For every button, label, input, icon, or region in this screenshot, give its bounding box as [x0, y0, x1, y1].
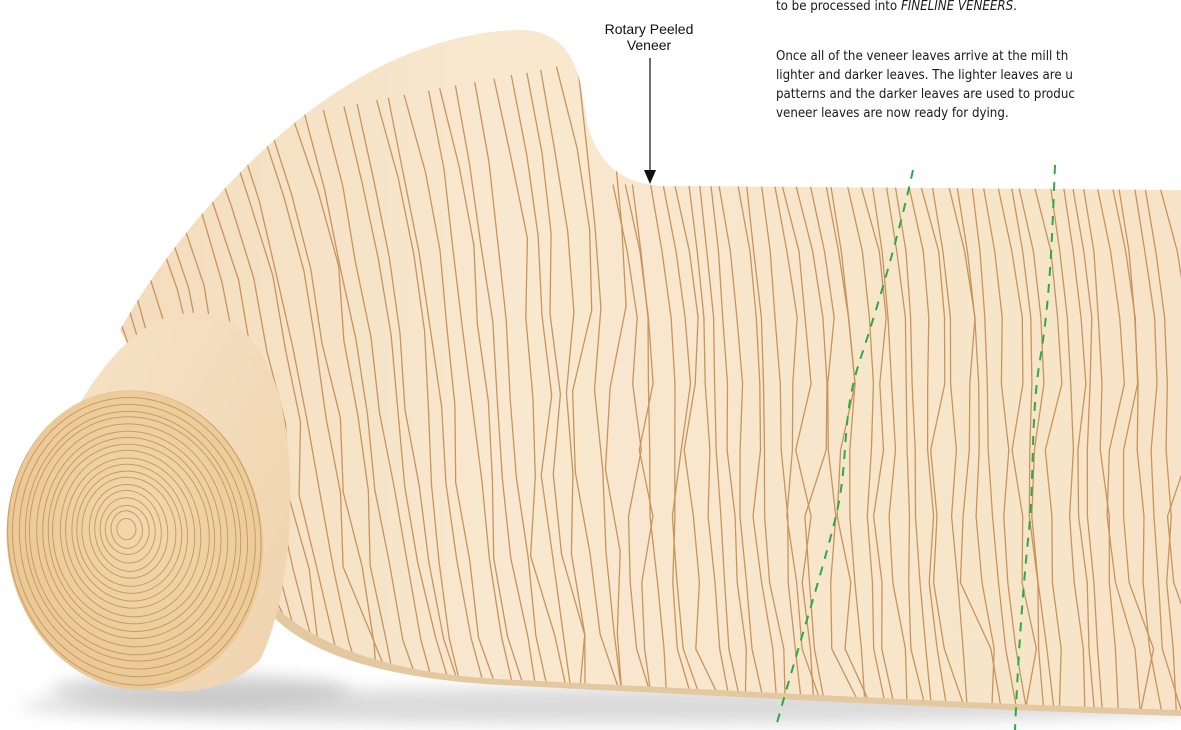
paragraph-line-3: patterns and the darker leaves are used … [776, 85, 1075, 104]
intro-text-before: to be processed into [776, 0, 901, 14]
description-intro: to be processed into FINELINE VENEERS. [776, 0, 1017, 16]
paragraph-line-1: Once all of the veneer leaves arrive at … [776, 47, 1075, 66]
callout-arrow [644, 58, 656, 184]
paragraph-line-4: veneer leaves are now ready for dying. [776, 104, 1075, 123]
callout-label-line-2: Veneer [580, 37, 718, 53]
description-paragraph: Once all of the veneer leaves arrive at … [776, 47, 1075, 123]
callout-label-line-1: Rotary Peeled [580, 21, 718, 37]
intro-emphasis: FINELINE VENEERS [901, 0, 1013, 14]
callout-label: Rotary Peeled Veneer [580, 21, 718, 53]
paragraph-line-2: lighter and darker leaves. The lighter l… [776, 66, 1075, 85]
intro-text-after: . [1013, 0, 1017, 14]
